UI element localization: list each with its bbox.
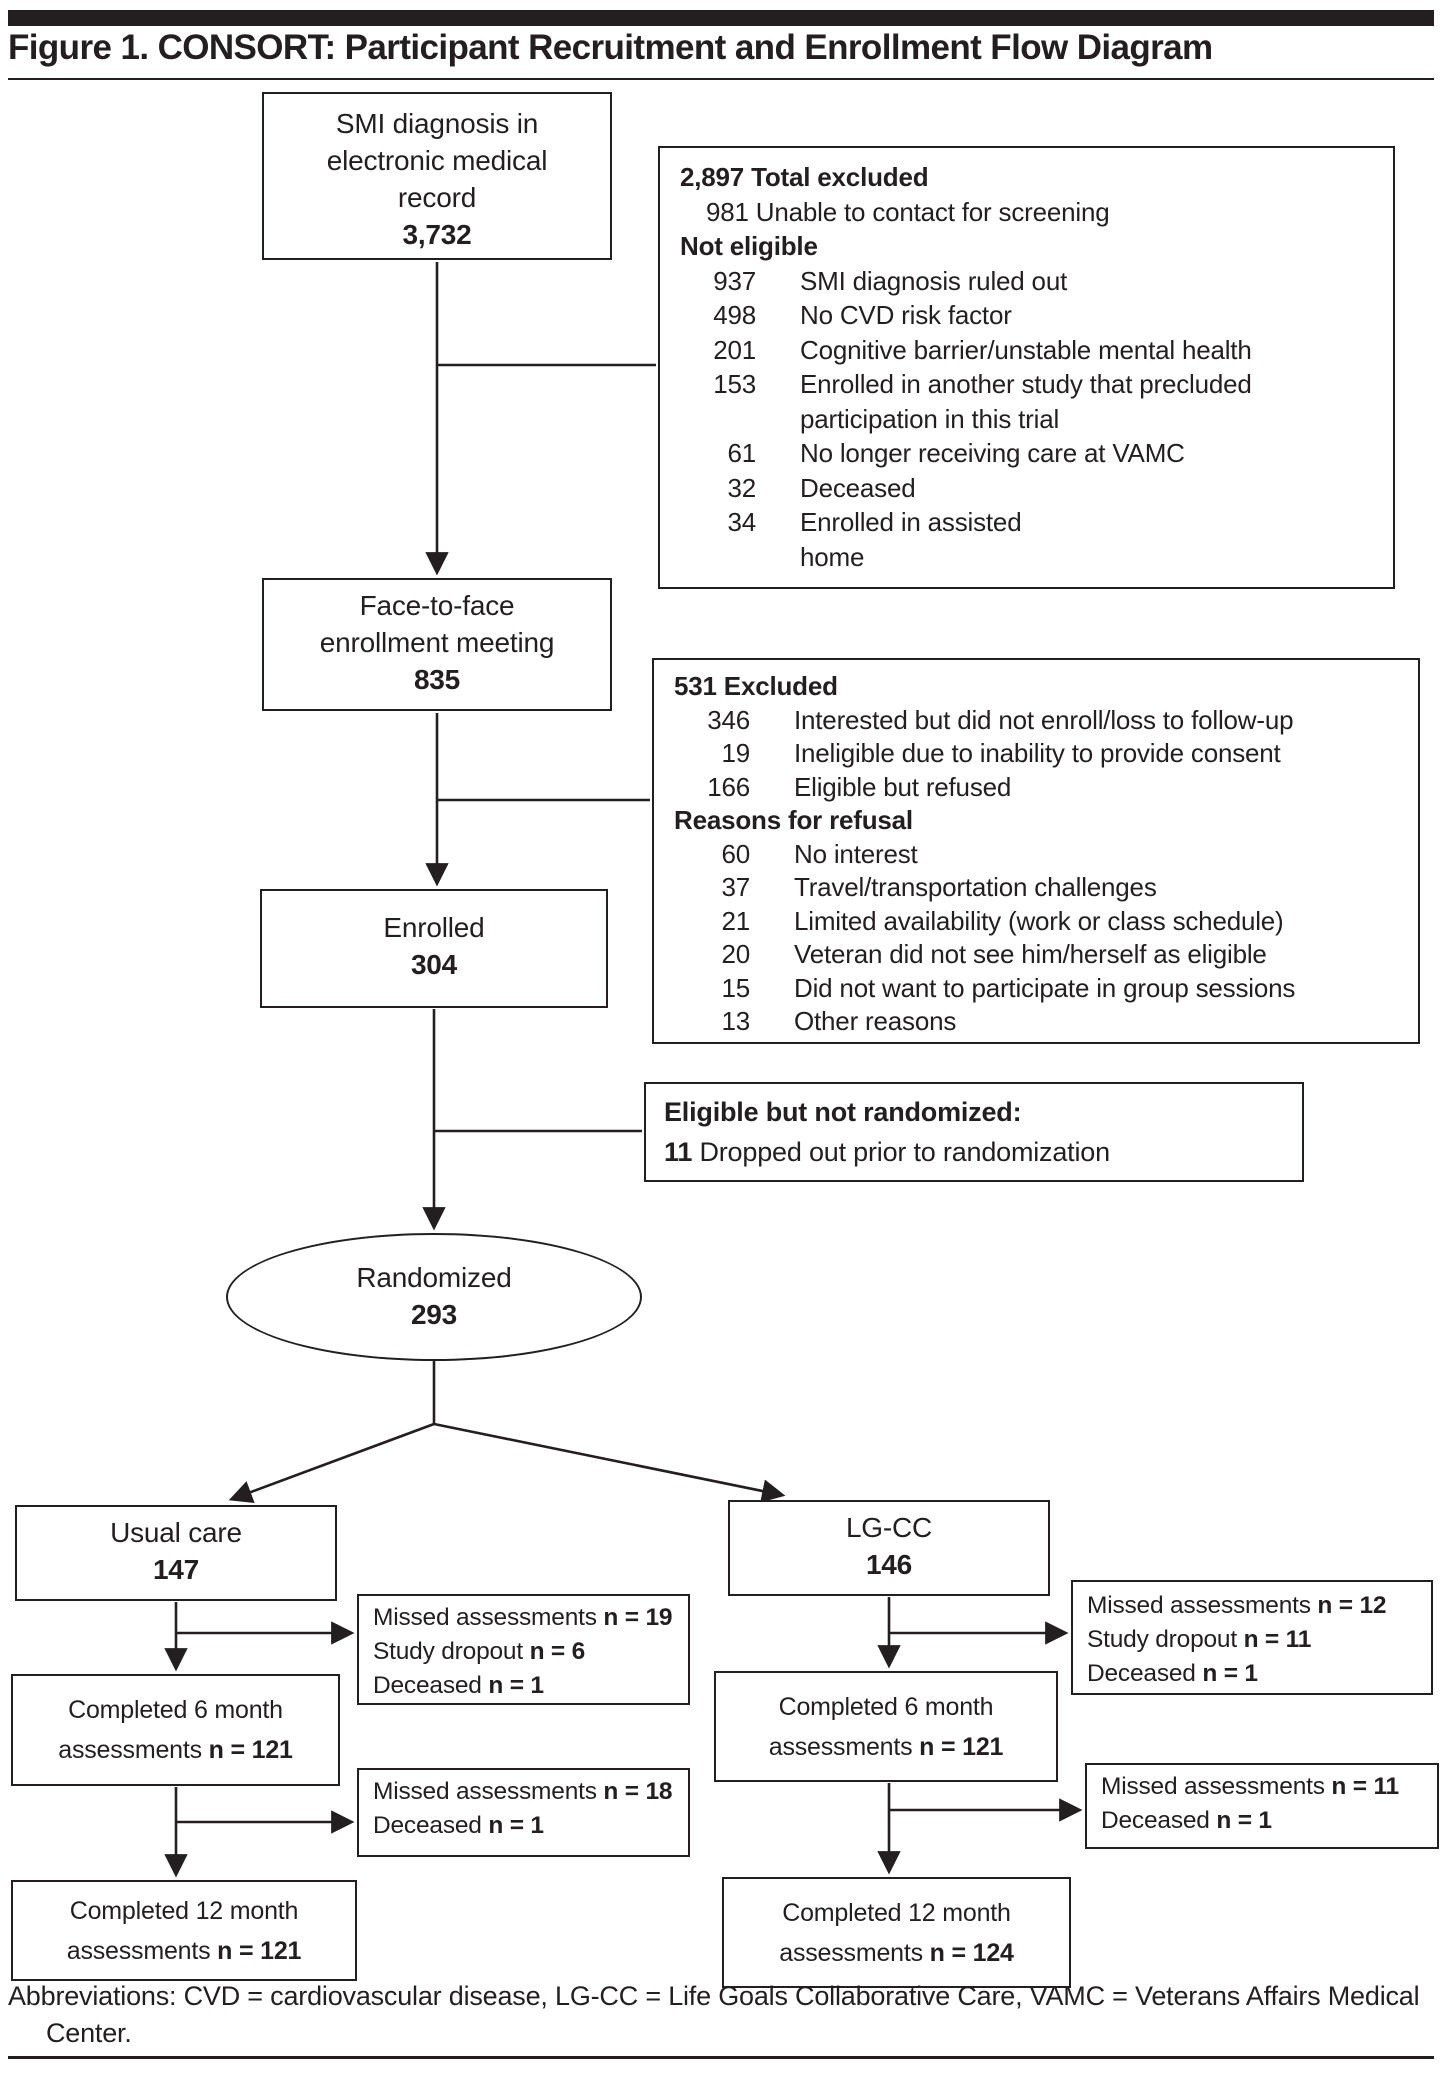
usual-care-count: 147 — [152, 1554, 200, 1585]
randomized-count: 293 — [410, 1299, 458, 1330]
smi-diagnosis-count: 3,732 — [402, 219, 472, 250]
enrolled-box: Enrolled 304 — [260, 889, 608, 1008]
usual-missed-12mo-box: Missed assessments n = 18 Deceased n = 1 — [357, 1768, 690, 1857]
missed-row: Missed assessments n = 19 — [373, 1604, 673, 1631]
randomized-label: Randomized — [356, 1262, 512, 1293]
lgcc-completed-6mo-box: Completed 6 month assessments n = 121 — [714, 1671, 1058, 1782]
enrollment-meeting-count: 835 — [413, 664, 461, 695]
missed-row: Missed assessments n = 11 — [1101, 1773, 1399, 1800]
enrolled-count: 304 — [410, 949, 458, 980]
lgcc-completed-12mo-box: Completed 12 month assessments n = 124 — [722, 1877, 1071, 1988]
not-randomized-detail: 11 Dropped out prior to randomization — [664, 1137, 1110, 1167]
excluded-screening-box: 2,897 Total excluded 981 Unable to conta… — [658, 146, 1395, 589]
usual-missed-6mo-box: Missed assessments n = 19 Study dropout … — [357, 1594, 690, 1705]
missed-row: Missed assessments n = 12 — [1087, 1592, 1387, 1619]
bottom-rule — [8, 2056, 1434, 2059]
arrow-to-usual-care — [228, 1422, 435, 1504]
not-randomized-box: Eligible but not randomized: 11 Dropped … — [644, 1082, 1304, 1182]
enrollment-meeting-box: Face-to-face enrollment meeting 835 — [262, 578, 612, 711]
enrolled-label: Enrolled — [383, 912, 485, 943]
missed-row: Missed assessments n = 18 — [373, 1778, 673, 1805]
abbreviations-note: Abbreviations: CVD = cardiovascular dise… — [8, 1981, 1420, 2048]
missed-row: Deceased n = 1 — [1101, 1807, 1272, 1834]
missed-row: Study dropout n = 6 — [373, 1638, 586, 1665]
enrollment-meeting-label: Face-to-face enrollment meeting — [319, 590, 555, 658]
usual-care-box: Usual care 147 — [15, 1505, 337, 1601]
lgcc-count: 146 — [865, 1549, 913, 1580]
lgcc-label: LG-CC — [845, 1512, 933, 1543]
usual-care-label: Usual care — [110, 1517, 242, 1548]
figure-title: Figure 1. CONSORT: Participant Recruitme… — [8, 28, 1213, 67]
randomized-ellipse: Randomized 293 — [226, 1233, 642, 1361]
missed-row: Deceased n = 1 — [373, 1812, 544, 1839]
top-rule — [8, 10, 1434, 26]
missed-row: Deceased n = 1 — [1087, 1660, 1258, 1687]
missed-row: Study dropout n = 11 — [1087, 1626, 1312, 1653]
excluded-enrollment-header: 531 Excluded — [674, 671, 838, 701]
excluded-screening-header: 2,897 Total excluded — [680, 162, 929, 192]
title-underline — [8, 78, 1434, 80]
smi-diagnosis-label: SMI diagnosis in electronic medical reco… — [326, 108, 548, 213]
refusal-reasons-header: Reasons for refusal — [674, 805, 913, 835]
smi-diagnosis-box: SMI diagnosis in electronic medical reco… — [262, 92, 612, 260]
unable-to-contact-row: 981 Unable to contact for screening — [706, 196, 1110, 227]
usual-completed-12mo-box: Completed 12 month assessments n = 121 — [11, 1880, 357, 1981]
not-eligible-header: Not eligible — [680, 231, 818, 261]
lgcc-missed-6mo-box: Missed assessments n = 12 Study dropout … — [1071, 1580, 1433, 1695]
not-randomized-header: Eligible but not randomized: — [664, 1097, 1022, 1127]
lgcc-missed-12mo-box: Missed assessments n = 11 Deceased n = 1 — [1085, 1763, 1439, 1849]
missed-row: Deceased n = 1 — [373, 1672, 544, 1699]
usual-completed-6mo-box: Completed 6 month assessments n = 121 — [11, 1674, 340, 1786]
lgcc-box: LG-CC 146 — [728, 1500, 1050, 1596]
arrow-to-lgcc — [433, 1422, 786, 1503]
